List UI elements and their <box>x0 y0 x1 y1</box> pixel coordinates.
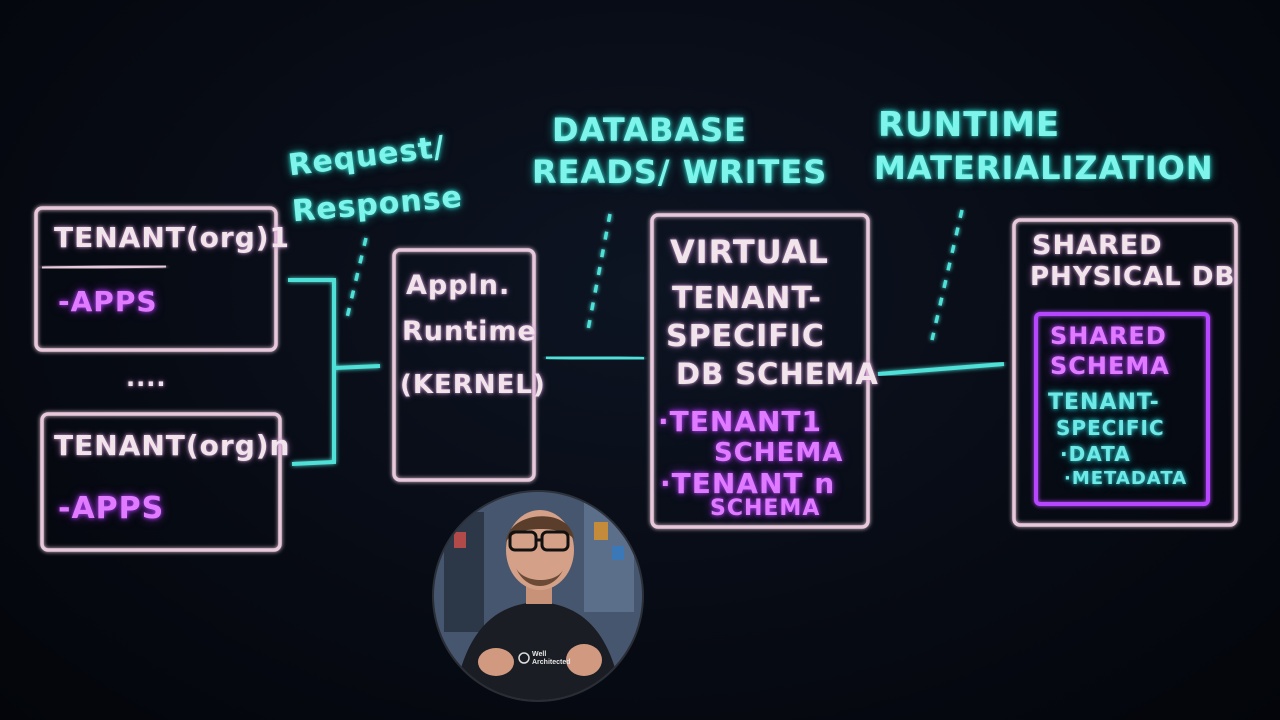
request-bracket <box>288 278 381 466</box>
db-pointer <box>586 213 612 331</box>
tenantN-title: TENANT(org)n <box>54 429 291 462</box>
tenant1-box <box>34 206 278 352</box>
db-heading-line2: READS/ WRITES <box>532 153 828 191</box>
runtime-heading-line1: RUNTIME <box>878 105 1061 145</box>
physical-db-box <box>1012 218 1238 527</box>
kernel-to-virtual-line <box>545 355 645 361</box>
virtual-tenantN-line1: ·TENANT n <box>660 467 836 500</box>
physical-line2: PHYSICAL DB <box>1030 262 1236 292</box>
shared-schema-line4: SPECIFIC <box>1056 416 1165 440</box>
kernel-line3: (KERNEL) <box>400 370 546 400</box>
shared-schema-line5: ·DATA <box>1060 442 1131 466</box>
tenantN-apps: -APPS <box>58 491 165 526</box>
virtual-tenantN-line2: SCHEMA <box>710 496 821 521</box>
shirt-logo-text: Well Architected <box>532 651 571 666</box>
tenant1-divider <box>41 264 167 270</box>
runtime-heading-line2: MATERIALIZATION <box>874 149 1214 187</box>
tenant1-apps: -APPS <box>58 285 158 318</box>
virtual-line1: VIRTUAL <box>670 233 829 271</box>
shared-schema-line3: TENANT- <box>1048 390 1160 415</box>
shared-schema-line1: SHARED <box>1050 322 1167 350</box>
virtual-line3: SPECIFIC <box>666 319 825 354</box>
virtual-line2: TENANT- <box>672 281 822 316</box>
virtual-to-physical-line <box>877 362 1005 376</box>
db-heading-line1: DATABASE <box>552 111 748 149</box>
virtual-tenant1-line2: SCHEMA <box>714 438 844 468</box>
tenant1-title: TENANT(org)1 <box>54 221 291 254</box>
presenter-illustration <box>434 492 642 700</box>
presenter-video: Well Architected <box>434 492 642 700</box>
virtual-schema-box <box>650 213 870 529</box>
shared-schema-line6: ·METADATA <box>1064 468 1188 489</box>
kernel-line1: Appln. <box>406 270 511 301</box>
kernel-line2: Runtime <box>402 316 537 347</box>
physical-line1: SHARED <box>1032 230 1163 261</box>
shared-schema-line2: SCHEMA <box>1050 352 1170 380</box>
tenant-ellipsis: .... <box>126 364 167 392</box>
virtual-tenant1-line1: ·TENANT1 <box>658 405 822 438</box>
shared-schema-box <box>1034 312 1210 506</box>
virtual-line4: DB SCHEMA <box>676 357 879 391</box>
request-pointer <box>344 237 368 323</box>
kernel-box <box>392 248 536 482</box>
runtime-pointer <box>930 209 964 341</box>
tenantN-box <box>40 412 282 552</box>
